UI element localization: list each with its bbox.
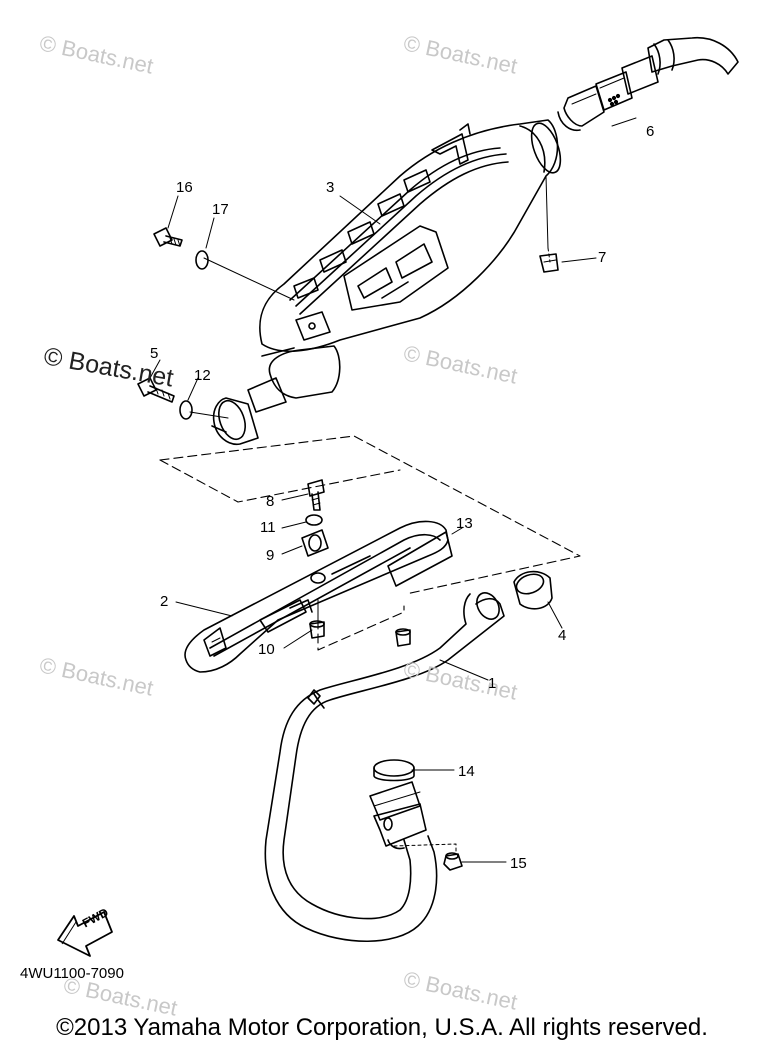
- callout-13: 13: [456, 515, 473, 532]
- label-13-part: [387, 531, 453, 587]
- callout-2: 2: [160, 593, 169, 610]
- diagram-code: 4WU1100-7090: [20, 965, 124, 982]
- callout-12: 12: [194, 367, 211, 384]
- gasket-4-part: [513, 570, 553, 610]
- exhaust-pipe-1-part: [264, 592, 505, 943]
- callout-6: 6: [646, 123, 655, 140]
- gasket-14-part: [373, 759, 415, 782]
- damper-9-part: [301, 529, 329, 557]
- callout-1: 1: [488, 675, 497, 692]
- copyright-text: ©2013 Yamaha Motor Corporation, U.S.A. A…: [56, 1014, 708, 1041]
- collar-10-part: [309, 620, 325, 639]
- washer-12-part: [179, 400, 193, 420]
- callout-10: 10: [258, 641, 275, 658]
- washer-17-part: [195, 250, 209, 270]
- callout-9: 9: [266, 547, 275, 564]
- bolt-5-part: [137, 377, 175, 403]
- callout-5: 5: [150, 345, 159, 362]
- nut-15-part: [443, 852, 463, 871]
- bolt-7-part: [539, 253, 559, 273]
- tail-pipe-part: [557, 37, 739, 132]
- callout-4: 4: [558, 627, 567, 644]
- muffler-part: [211, 119, 562, 446]
- callout-7: 7: [598, 249, 607, 266]
- fwd-arrow-icon: [57, 911, 113, 957]
- callout-16: 16: [176, 179, 193, 196]
- callout-14: 14: [458, 763, 475, 780]
- callout-15: 15: [510, 855, 527, 872]
- pipe-collar: [395, 628, 411, 647]
- bolt-16-part: [153, 227, 183, 247]
- callout-3: 3: [326, 179, 335, 196]
- washer-11-part: [305, 514, 323, 526]
- callout-17: 17: [212, 201, 229, 218]
- bolt-8-part: [307, 479, 325, 511]
- callout-8: 8: [266, 493, 275, 510]
- protector-2-part: [184, 520, 449, 673]
- callout-11: 11: [260, 519, 276, 536]
